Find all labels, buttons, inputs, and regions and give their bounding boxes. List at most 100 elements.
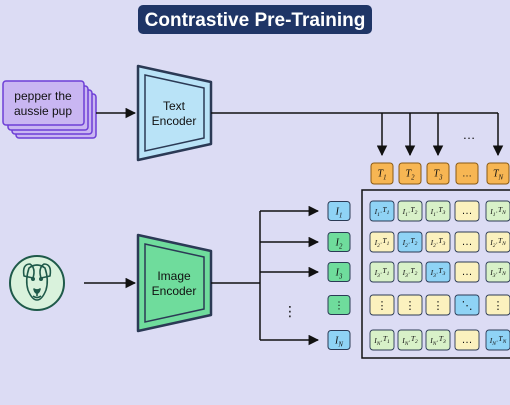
matrix-cell	[425, 231, 451, 253]
matrix-cell	[485, 294, 510, 316]
matrix-cell-label: ⋮	[433, 300, 444, 312]
text-feature-label: T3	[434, 169, 444, 182]
text-feature-box	[486, 162, 510, 185]
text-arrows-ellipsis: …	[463, 127, 476, 142]
image-feature-label: ⋮	[334, 301, 344, 312]
image-feature-label: I3	[335, 268, 343, 281]
text-feature-arrows	[376, 113, 504, 157]
matrix-cell-label: …	[462, 236, 473, 248]
image-encoder-label-line-1: Image	[157, 269, 191, 283]
matrix-cell-label: I2·T1	[374, 236, 390, 249]
image-feature-label: I2	[335, 238, 343, 251]
title-banner: Contrastive Pre-Training	[138, 5, 372, 34]
matrix-cell	[454, 294, 480, 316]
matrix-cell	[369, 261, 395, 283]
matrix-cell-label: I1·T3	[430, 205, 446, 218]
matrix-cell	[485, 231, 510, 253]
image-encoder-shape	[136, 233, 213, 333]
image-feature-arrows	[260, 205, 320, 346]
matrix-cell	[397, 294, 423, 316]
matrix-cell-label: I1·T1	[374, 205, 390, 218]
matrix-cell-label: IN·T1	[373, 334, 390, 347]
image-feature-label: IN	[334, 336, 343, 349]
text-card-front	[2, 80, 85, 126]
matrix-cell	[425, 261, 451, 283]
matrix-cell-label: ⋮	[493, 300, 504, 312]
image-feature-box	[327, 262, 351, 282]
matrix-cell	[369, 294, 395, 316]
matrix-cell	[397, 329, 423, 351]
matrix-cell	[369, 329, 395, 351]
text-input-line-2: aussie pup	[14, 104, 72, 118]
matrix-cell-label: IN·T2	[401, 334, 418, 347]
matrix-cell-label: IN·T3	[429, 334, 446, 347]
matrix-cell	[397, 200, 423, 222]
matrix-cell	[454, 329, 480, 351]
text-feature-label: …	[462, 169, 472, 180]
text-input-stack: pepper the aussie pup	[2, 80, 97, 139]
image-feature-box	[327, 201, 351, 221]
text-encoder-label-line-2: Encoder	[152, 114, 197, 128]
matrix-cell-label: IN·TN	[489, 334, 507, 347]
matrix-cell-label: I2·T2	[402, 236, 418, 249]
similarity-matrix-frame	[361, 189, 510, 359]
matrix-cell-label: ⋱	[462, 300, 473, 312]
matrix-cell	[369, 231, 395, 253]
similarity-matrix: I1·T1 I1·T2 I1·T3 … I1·TN I2·T1 I2·T2 I2·T3 … I2·…	[369, 200, 510, 351]
image-feature-label: I1	[335, 207, 343, 220]
text-feature-box	[455, 162, 479, 185]
matrix-cell	[369, 200, 395, 222]
matrix-cell	[454, 200, 480, 222]
matrix-cell-label: I3·TN	[489, 266, 506, 279]
text-feature-box	[398, 162, 422, 185]
matrix-cell-label: I2·TN	[489, 236, 506, 249]
matrix-cell	[485, 329, 510, 351]
image-encoder: Image Encoder	[136, 233, 213, 333]
image-encoder-label-line-2: Encoder	[152, 284, 197, 298]
image-input-circle	[9, 255, 65, 311]
matrix-cell	[397, 261, 423, 283]
matrix-cell-label: I3·T1	[374, 266, 390, 279]
matrix-cell-label: …	[462, 205, 473, 217]
matrix-cell	[454, 261, 480, 283]
matrix-cell-label: I2·T3	[430, 236, 446, 249]
matrix-cell-label: I3·T3	[430, 266, 446, 279]
image-arrows-ellipsis: ⋮	[283, 303, 297, 319]
text-input-line-1: pepper the	[14, 89, 72, 103]
matrix-cell	[454, 231, 480, 253]
matrix-cell-label: ⋮	[377, 300, 388, 312]
title: Contrastive Pre-Training	[145, 10, 366, 31]
text-encoder-inner-outline	[144, 74, 205, 152]
image-feature-box	[327, 295, 351, 315]
matrix-cell	[425, 200, 451, 222]
matrix-cell	[425, 294, 451, 316]
matrix-cell-label: …	[462, 334, 473, 346]
title-background	[138, 5, 372, 34]
image-encoder-inner-outline	[144, 243, 205, 323]
text-feature-label: TN	[493, 169, 504, 182]
text-feature-box	[370, 162, 394, 185]
image-feature-box	[327, 232, 351, 252]
matrix-cell-label: I1·TN	[489, 205, 506, 218]
text-encoder: Text Encoder	[136, 64, 213, 162]
text-feature-label: T1	[378, 169, 387, 182]
matrix-cell	[485, 200, 510, 222]
image-feature-box	[327, 330, 351, 350]
matrix-cell-label: I1·T2	[402, 205, 418, 218]
text-encoder-label-line-1: Text	[163, 99, 186, 113]
matrix-cell-label: I3·T2	[402, 266, 418, 279]
text-feature-label: T2	[406, 169, 416, 182]
text-encoder-shape	[136, 64, 213, 162]
text-features-row: T1 T2 T3 … TN	[370, 162, 510, 185]
matrix-cell	[485, 261, 510, 283]
text-feature-box	[426, 162, 450, 185]
matrix-cell	[425, 329, 451, 351]
matrix-cell-label: …	[462, 266, 473, 278]
dog-face-icon	[22, 263, 52, 301]
matrix-cell-label: ⋮	[405, 300, 416, 312]
image-input	[9, 255, 65, 311]
matrix-cell	[397, 231, 423, 253]
